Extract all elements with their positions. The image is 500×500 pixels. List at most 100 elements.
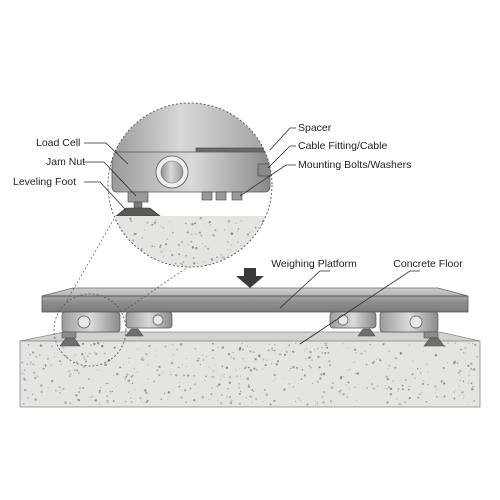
concrete-speckle <box>189 269 191 271</box>
concrete-speckle <box>223 376 225 378</box>
concrete-speckle <box>384 385 386 387</box>
concrete-speckle <box>408 396 411 400</box>
concrete-speckle <box>440 380 443 383</box>
concrete-speckle <box>239 368 241 370</box>
concrete-speckle <box>40 390 43 394</box>
concrete-speckle <box>411 373 414 376</box>
concrete-speckle <box>158 373 161 377</box>
concrete-speckle <box>457 371 460 374</box>
concrete-speckle <box>98 389 101 392</box>
concrete-speckle <box>238 382 241 385</box>
concrete-speckle <box>339 393 341 395</box>
concrete-speckle <box>249 395 252 398</box>
concrete-speckle <box>375 358 377 360</box>
concrete-speckle <box>156 355 158 357</box>
concrete-speckle <box>184 222 187 225</box>
concrete-speckle <box>342 343 344 345</box>
concrete-speckle <box>145 353 148 356</box>
concrete-speckle <box>468 371 470 373</box>
concrete-speckle <box>91 395 93 398</box>
concrete-speckle <box>193 383 197 386</box>
concrete-speckle <box>158 365 161 369</box>
concrete-speckle <box>353 361 356 363</box>
concrete-speckle <box>202 360 204 361</box>
concrete-speckle <box>226 270 228 272</box>
concrete-speckle <box>108 247 109 250</box>
concrete-speckle <box>311 383 314 385</box>
concrete-speckle <box>304 348 305 350</box>
concrete-speckle <box>120 268 122 270</box>
concrete-speckle <box>47 354 49 356</box>
concrete-speckle <box>58 351 60 353</box>
concrete-speckle <box>221 375 223 377</box>
concrete-speckle <box>210 393 213 396</box>
concrete-speckle <box>270 362 273 365</box>
concrete-speckle <box>160 398 163 401</box>
concrete-speckle <box>220 254 222 256</box>
concrete-speckle <box>303 374 306 377</box>
concrete-speckle <box>232 357 236 360</box>
concrete-speckle <box>170 361 174 365</box>
concrete-speckle <box>90 344 92 346</box>
concrete-speckle <box>364 350 366 352</box>
concrete-speckle <box>107 402 109 404</box>
concrete-speckle <box>323 391 326 394</box>
load-cell-left-front <box>59 311 121 347</box>
concrete-speckle <box>187 230 189 232</box>
concrete-speckle <box>220 273 222 275</box>
concrete-speckle <box>72 362 74 364</box>
concrete-speckle <box>21 372 23 375</box>
concrete-speckle <box>204 379 206 382</box>
concrete-speckle <box>84 360 87 363</box>
concrete-speckle <box>50 364 52 366</box>
concrete-speckle <box>92 379 94 381</box>
concrete-speckle <box>264 363 267 367</box>
concrete-speckle <box>470 382 473 385</box>
concrete-speckle <box>106 399 109 402</box>
concrete-speckle <box>58 386 61 389</box>
concrete-speckle <box>300 378 303 380</box>
concrete-speckle <box>245 396 248 399</box>
concrete-speckle <box>236 230 238 232</box>
concrete-speckle <box>205 356 208 358</box>
concrete-speckle <box>319 343 321 344</box>
concrete-speckle <box>223 270 225 272</box>
concrete-speckle <box>299 366 301 368</box>
concrete-speckle <box>129 217 132 220</box>
concrete-speckle <box>64 355 68 358</box>
concrete-speckle <box>360 352 363 355</box>
concrete-speckle <box>255 368 258 371</box>
concrete-speckle <box>252 389 254 391</box>
concrete-speckle <box>309 350 312 354</box>
concrete-speckle <box>260 234 263 237</box>
concrete-speckle <box>311 359 313 361</box>
concrete-speckle <box>83 356 85 358</box>
label-mounting-bolts: Mounting Bolts/Washers <box>298 159 411 171</box>
concrete-speckle <box>134 372 136 374</box>
concrete-speckle <box>467 364 470 367</box>
concrete-speckle <box>211 342 214 345</box>
concrete-speckle <box>254 397 258 401</box>
concrete-speckle <box>269 403 272 406</box>
concrete-speckle <box>53 352 55 354</box>
concrete-slab <box>19 331 481 408</box>
concrete-speckle <box>247 233 250 236</box>
concrete-speckle <box>111 247 114 250</box>
concrete-speckle <box>124 379 127 381</box>
concrete-speckle <box>273 380 275 382</box>
concrete-speckle <box>185 357 187 360</box>
concrete-speckle <box>124 400 127 403</box>
concrete-speckle <box>113 346 116 349</box>
concrete-speckle <box>53 356 56 358</box>
concrete-speckle <box>352 362 353 364</box>
concrete-speckle <box>94 351 96 353</box>
concrete-speckle <box>128 391 130 393</box>
concrete-speckle <box>292 365 295 369</box>
concrete-speckle <box>257 258 260 261</box>
concrete-speckle <box>271 349 273 351</box>
concrete-speckle <box>273 373 276 377</box>
concrete-speckle <box>98 344 100 346</box>
concrete-speckle <box>235 249 237 251</box>
concrete-speckle <box>434 385 437 388</box>
concrete-speckle <box>54 389 57 392</box>
